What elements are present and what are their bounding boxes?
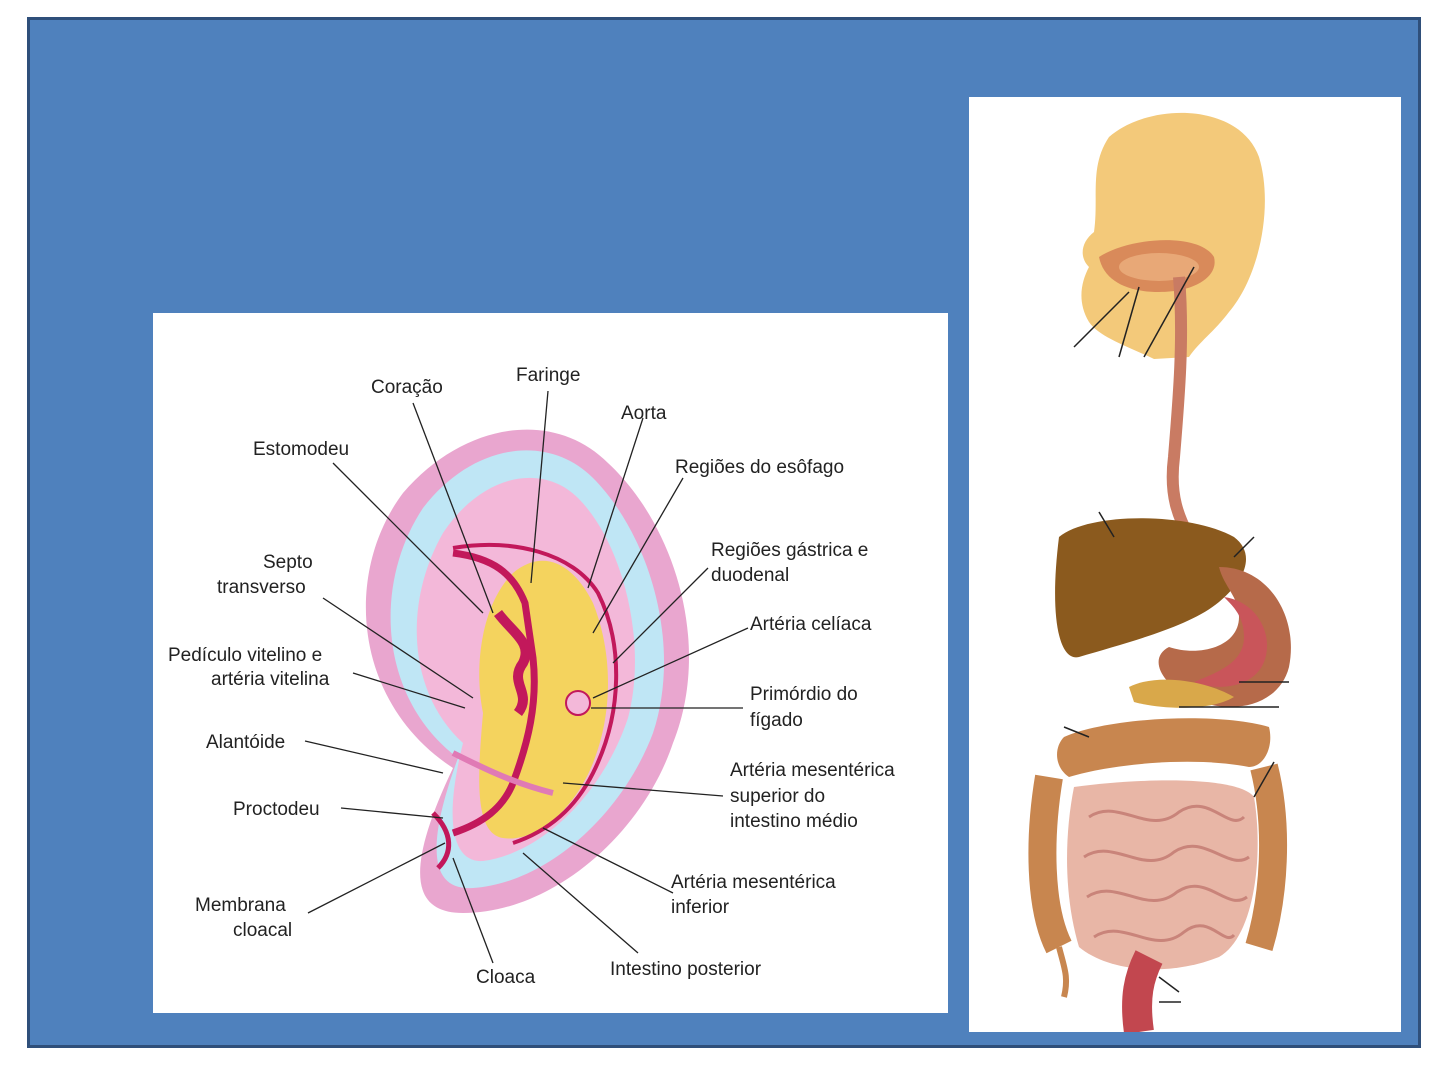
label-membrana-1: Membrana [195, 895, 286, 916]
label-estomodeu: Estomodeu [253, 439, 349, 460]
head-silhouette [1081, 112, 1265, 360]
allantois [451, 750, 554, 796]
label-pediculo-2: artéria vitelina [211, 669, 330, 690]
cloaca-shape [431, 811, 452, 870]
leader-lines [304, 390, 749, 964]
embryo-diagram: Coração Faringe Aorta Estomodeu Regiões … [168, 365, 895, 988]
label-mesenterica-inf-1: Artéria mesentérica [671, 872, 836, 893]
digestive-system-panel [969, 97, 1401, 1035]
label-alantoide: Alantóide [206, 732, 285, 753]
descending-colon [1245, 763, 1288, 952]
label-mesenterica-sup-3: intestino médio [730, 811, 858, 832]
label-membrana-2: cloacal [233, 920, 292, 941]
gut-tube [451, 549, 538, 837]
label-faringe: Faringe [516, 365, 580, 386]
heart-shape [494, 609, 531, 716]
stomach-inner [1194, 597, 1268, 687]
label-cloaca: Cloaca [476, 967, 536, 988]
esophagus [1166, 276, 1195, 540]
label-septo-1: Septo [263, 552, 313, 573]
digestive-system-illustration [1028, 112, 1291, 1035]
intestine-coils [1083, 804, 1250, 943]
pancreas [1129, 679, 1234, 708]
label-septo-2: transverso [217, 577, 306, 598]
label-arteria-celiaca: Artéria celíaca [750, 614, 872, 635]
label-coracao: Coração [371, 377, 443, 398]
label-gastrica-1: Regiões gástrica e [711, 540, 868, 561]
label-mesenterica-sup-2: superior do [730, 786, 825, 807]
appendix [1056, 946, 1070, 998]
label-regioes-esofago: Regiões do esôfago [675, 457, 844, 478]
label-primordio-2: fígado [750, 710, 803, 731]
liver-primordium [565, 690, 591, 716]
transverse-colon [1057, 718, 1271, 777]
label-pediculo-1: Pedículo vitelino e [168, 645, 322, 666]
label-proctodeu: Proctodeu [233, 799, 320, 820]
pointer-lines [1063, 266, 1289, 1003]
aorta-vessel [452, 543, 619, 845]
rectum [1122, 950, 1163, 1035]
label-aorta: Aorta [621, 403, 667, 424]
embryo-diagram-panel: Coração Faringe Aorta Estomodeu Regiões … [153, 313, 948, 1013]
label-gastrica-2: duodenal [711, 565, 789, 586]
label-mesenterica-inf-2: inferior [671, 897, 730, 918]
label-primordio-1: Primórdio do [750, 684, 858, 705]
label-mesenterica-sup-1: Artéria mesentérica [730, 760, 895, 781]
ascending-colon [1028, 774, 1072, 954]
liver [1055, 518, 1246, 658]
label-intestino-posterior: Intestino posterior [610, 959, 762, 980]
small-intestine [1067, 780, 1258, 970]
tongue [1119, 253, 1199, 281]
